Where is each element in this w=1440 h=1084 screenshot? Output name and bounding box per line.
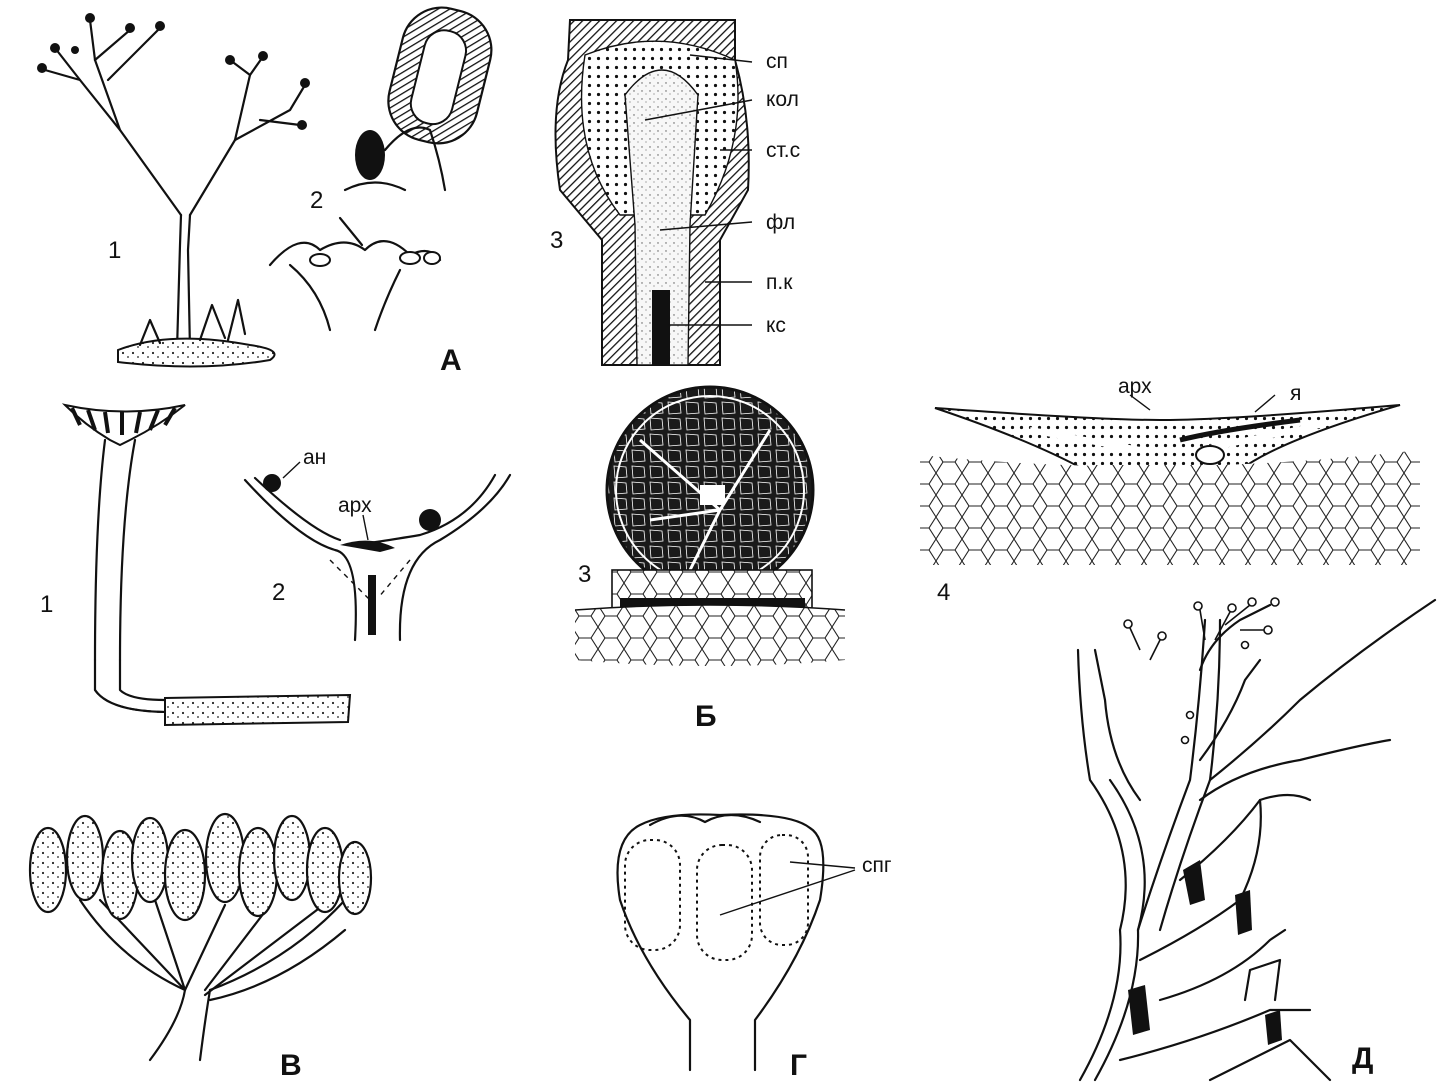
panel-letter-b: Б bbox=[695, 700, 717, 733]
panel-letter-d: Д bbox=[1352, 1042, 1373, 1075]
item-number-b1: 1 bbox=[40, 591, 53, 618]
label-kol: кол bbox=[766, 88, 799, 111]
sporangium-a2-drawing bbox=[270, 0, 500, 330]
label-st-s: ст.с bbox=[766, 139, 800, 162]
label-an: ан bbox=[303, 446, 326, 469]
item-number-a2: 2 bbox=[310, 187, 323, 214]
label-fl: фл bbox=[766, 211, 795, 234]
panel-letter-a: А bbox=[440, 344, 462, 377]
item-number-b3: 3 bbox=[578, 561, 591, 588]
panel-g: спг Г bbox=[618, 814, 892, 1082]
label-arch-b4: арх bbox=[1118, 375, 1152, 398]
synangium-g-drawing bbox=[618, 814, 856, 1070]
panel-a: 1 2 3 bbox=[37, 0, 800, 377]
item-number-a3: 3 bbox=[550, 227, 563, 254]
sporangium-section-a3-drawing bbox=[556, 20, 753, 365]
item-number-b2: 2 bbox=[272, 579, 285, 606]
label-sp: сп bbox=[766, 50, 788, 73]
label-ya: я bbox=[1290, 382, 1301, 405]
antheridium-b3-drawing bbox=[575, 387, 845, 666]
panel-v: В bbox=[30, 814, 371, 1082]
plant-a1-drawing bbox=[37, 13, 310, 367]
panel-d: Д bbox=[1078, 598, 1435, 1080]
panel-letter-v: В bbox=[280, 1049, 302, 1082]
item-number-a1: 1 bbox=[108, 237, 121, 264]
sporangia-cluster-v-drawing bbox=[30, 814, 371, 1060]
label-arch-b2: арх bbox=[338, 494, 372, 517]
label-ks: кс bbox=[766, 314, 786, 337]
panel-letter-g: Г bbox=[790, 1049, 807, 1082]
label-spg: спг bbox=[862, 854, 892, 877]
archegonium-b4-drawing bbox=[920, 395, 1420, 565]
gametophyte-b2-drawing bbox=[245, 462, 510, 640]
item-number-b4: 4 bbox=[937, 579, 950, 606]
plant-d-drawing bbox=[1078, 598, 1435, 1080]
panel-b: 1 2 ан арх 3 bbox=[40, 375, 1420, 733]
label-p-k: п.к bbox=[766, 271, 793, 294]
